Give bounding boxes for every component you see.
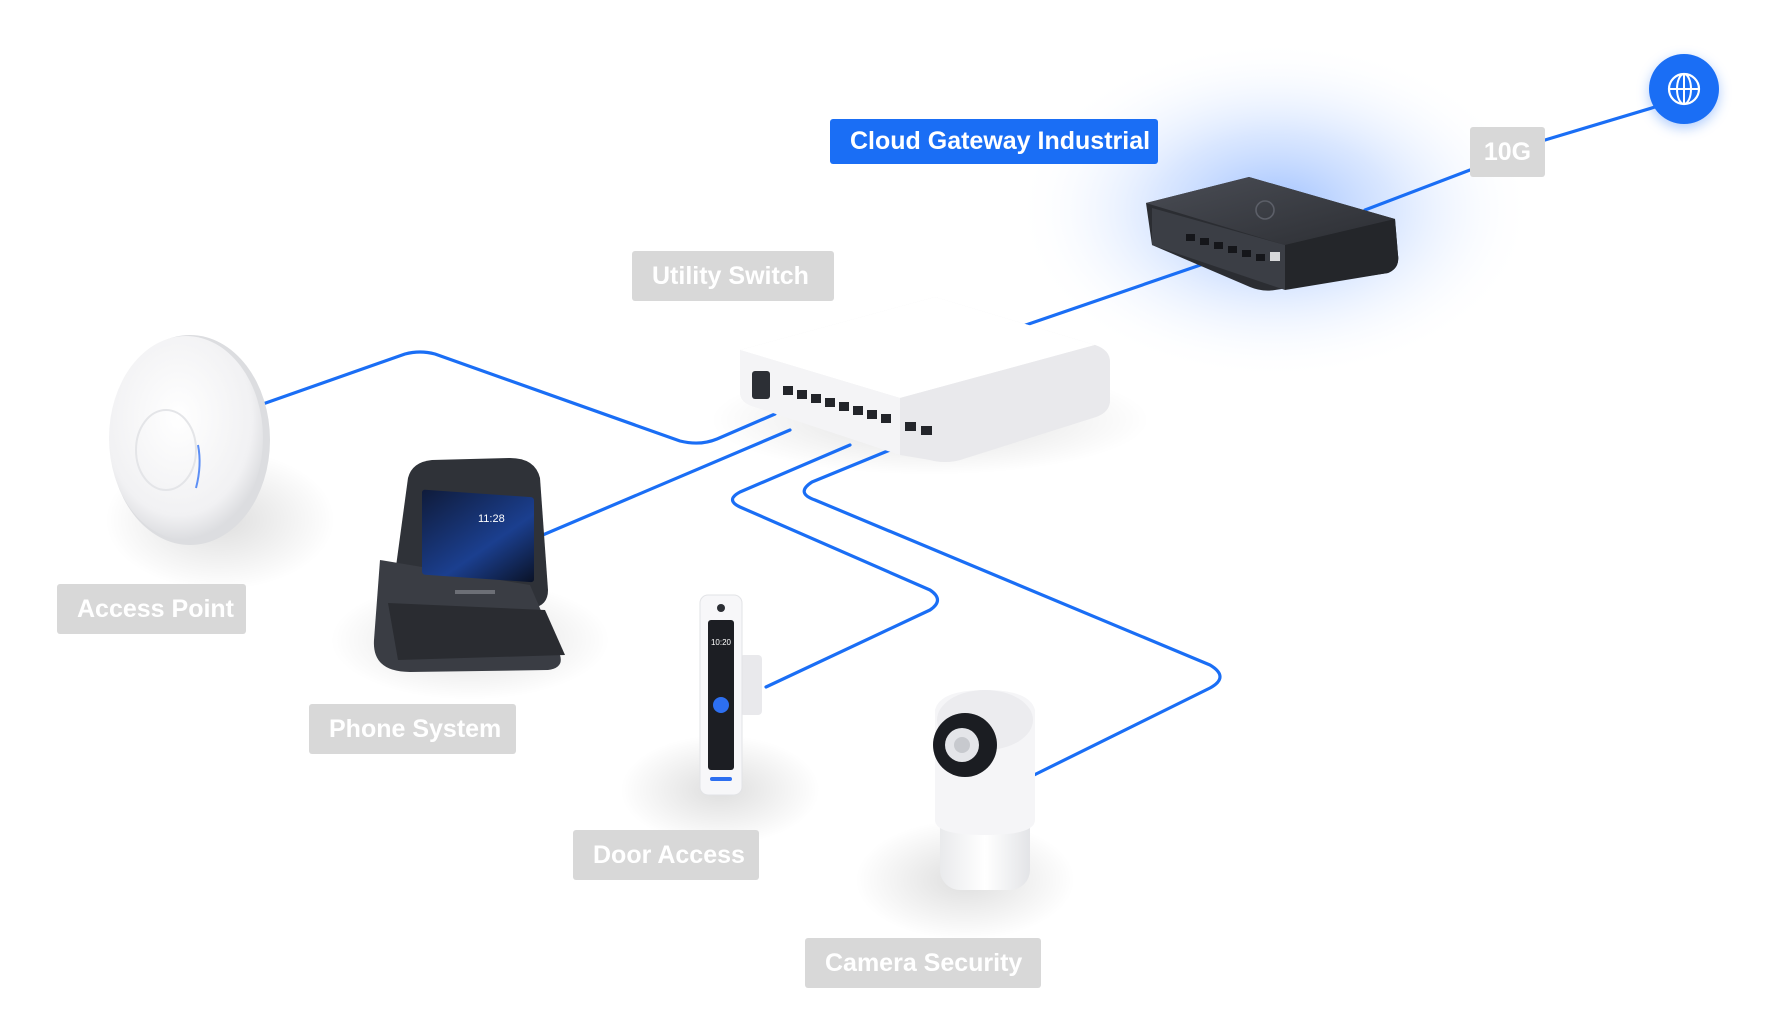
phone-screen — [422, 489, 534, 583]
door-access-label: Door Access — [573, 830, 759, 880]
switch-ports — [783, 386, 932, 435]
globe-icon[interactable] — [1649, 54, 1719, 124]
phone-system-label: Phone System — [309, 704, 516, 754]
cable-switch-camera — [802, 448, 1222, 779]
door-screen-time: 10:20 — [711, 638, 732, 647]
cable-gateway-switch — [1018, 258, 1217, 329]
gateway-device — [1146, 177, 1399, 291]
switch-label: Utility Switch — [632, 251, 834, 301]
access-point-device — [109, 335, 270, 545]
uplink-speed-label: 10G — [1470, 127, 1545, 177]
camera-device — [933, 690, 1035, 890]
cable-switch-phone — [536, 428, 792, 539]
door-access-device: 10:20 — [699, 594, 762, 796]
switch-device — [740, 297, 1110, 462]
cable-switch-ap — [258, 350, 777, 445]
cable-switch-door — [730, 443, 940, 689]
globe-glyph — [1667, 72, 1701, 106]
camera-security-label: Camera Security — [805, 938, 1041, 988]
gateway-label: Cloud Gateway Industrial — [830, 119, 1158, 164]
access-point-label: Access Point — [57, 584, 246, 634]
phone-device: 11:28 — [373, 458, 565, 672]
gateway-ports — [1186, 234, 1265, 261]
cable-uplink — [1543, 105, 1657, 142]
phone-screen-time: 11:28 — [478, 513, 505, 525]
cable-uplink-2 — [1363, 168, 1472, 212]
cables — [258, 105, 1657, 779]
